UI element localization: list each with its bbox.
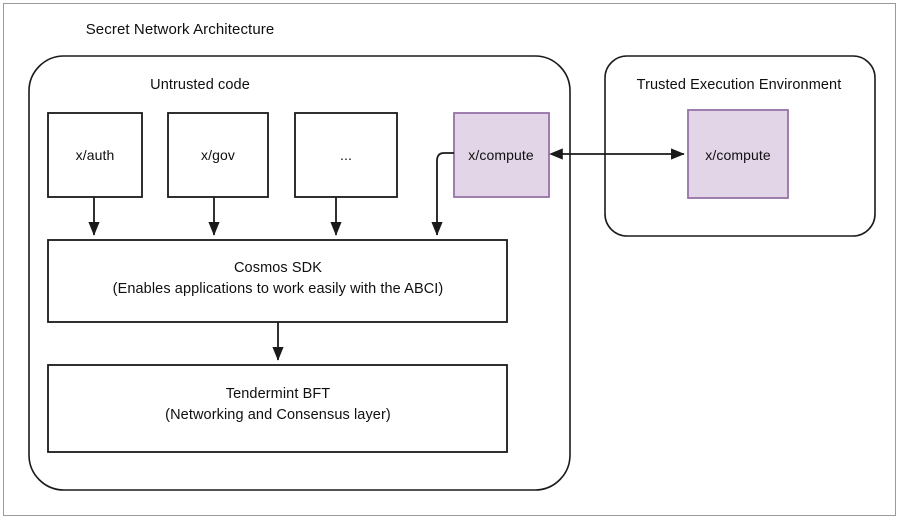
box-x-gov[interactable] <box>167 112 269 198</box>
layer-title-cosmos-sdk: Cosmos SDK <box>233 260 323 276</box>
box-x-compute-tee[interactable] <box>687 109 789 199</box>
box-label-ellipsis: ... <box>340 147 352 163</box>
connector-x-compute-to-cosmos-sdk <box>431 152 454 236</box>
box-label-x-auth: x/auth <box>75 147 115 163</box>
box-label-x-gov: x/gov <box>201 147 235 163</box>
box-label-x-compute-untrusted: x/compute <box>468 147 534 163</box>
box-x-compute-untrusted[interactable] <box>453 112 550 198</box>
panel-label-trusted-execution-environment: Trusted Execution Environment <box>636 77 842 93</box>
layer-title-tendermint-bft: Tendermint BFT <box>225 386 331 402</box>
panel-label-untrusted-code: Untrusted code <box>150 77 250 93</box>
layer-subtitle-tendermint-bft: (Networking and Consensus layer) <box>165 407 391 423</box>
box-x-auth[interactable] <box>47 112 143 198</box>
page-title: Secret Network Architecture <box>85 21 275 38</box>
box-label-x-compute-tee: x/compute <box>705 147 771 163</box>
box-cosmos-sdk[interactable] <box>47 239 508 323</box>
layer-subtitle-cosmos-sdk: (Enables applications to work easily wit… <box>112 281 444 297</box>
box-ellipsis[interactable] <box>294 112 398 198</box>
box-tendermint-bft[interactable] <box>47 364 508 453</box>
